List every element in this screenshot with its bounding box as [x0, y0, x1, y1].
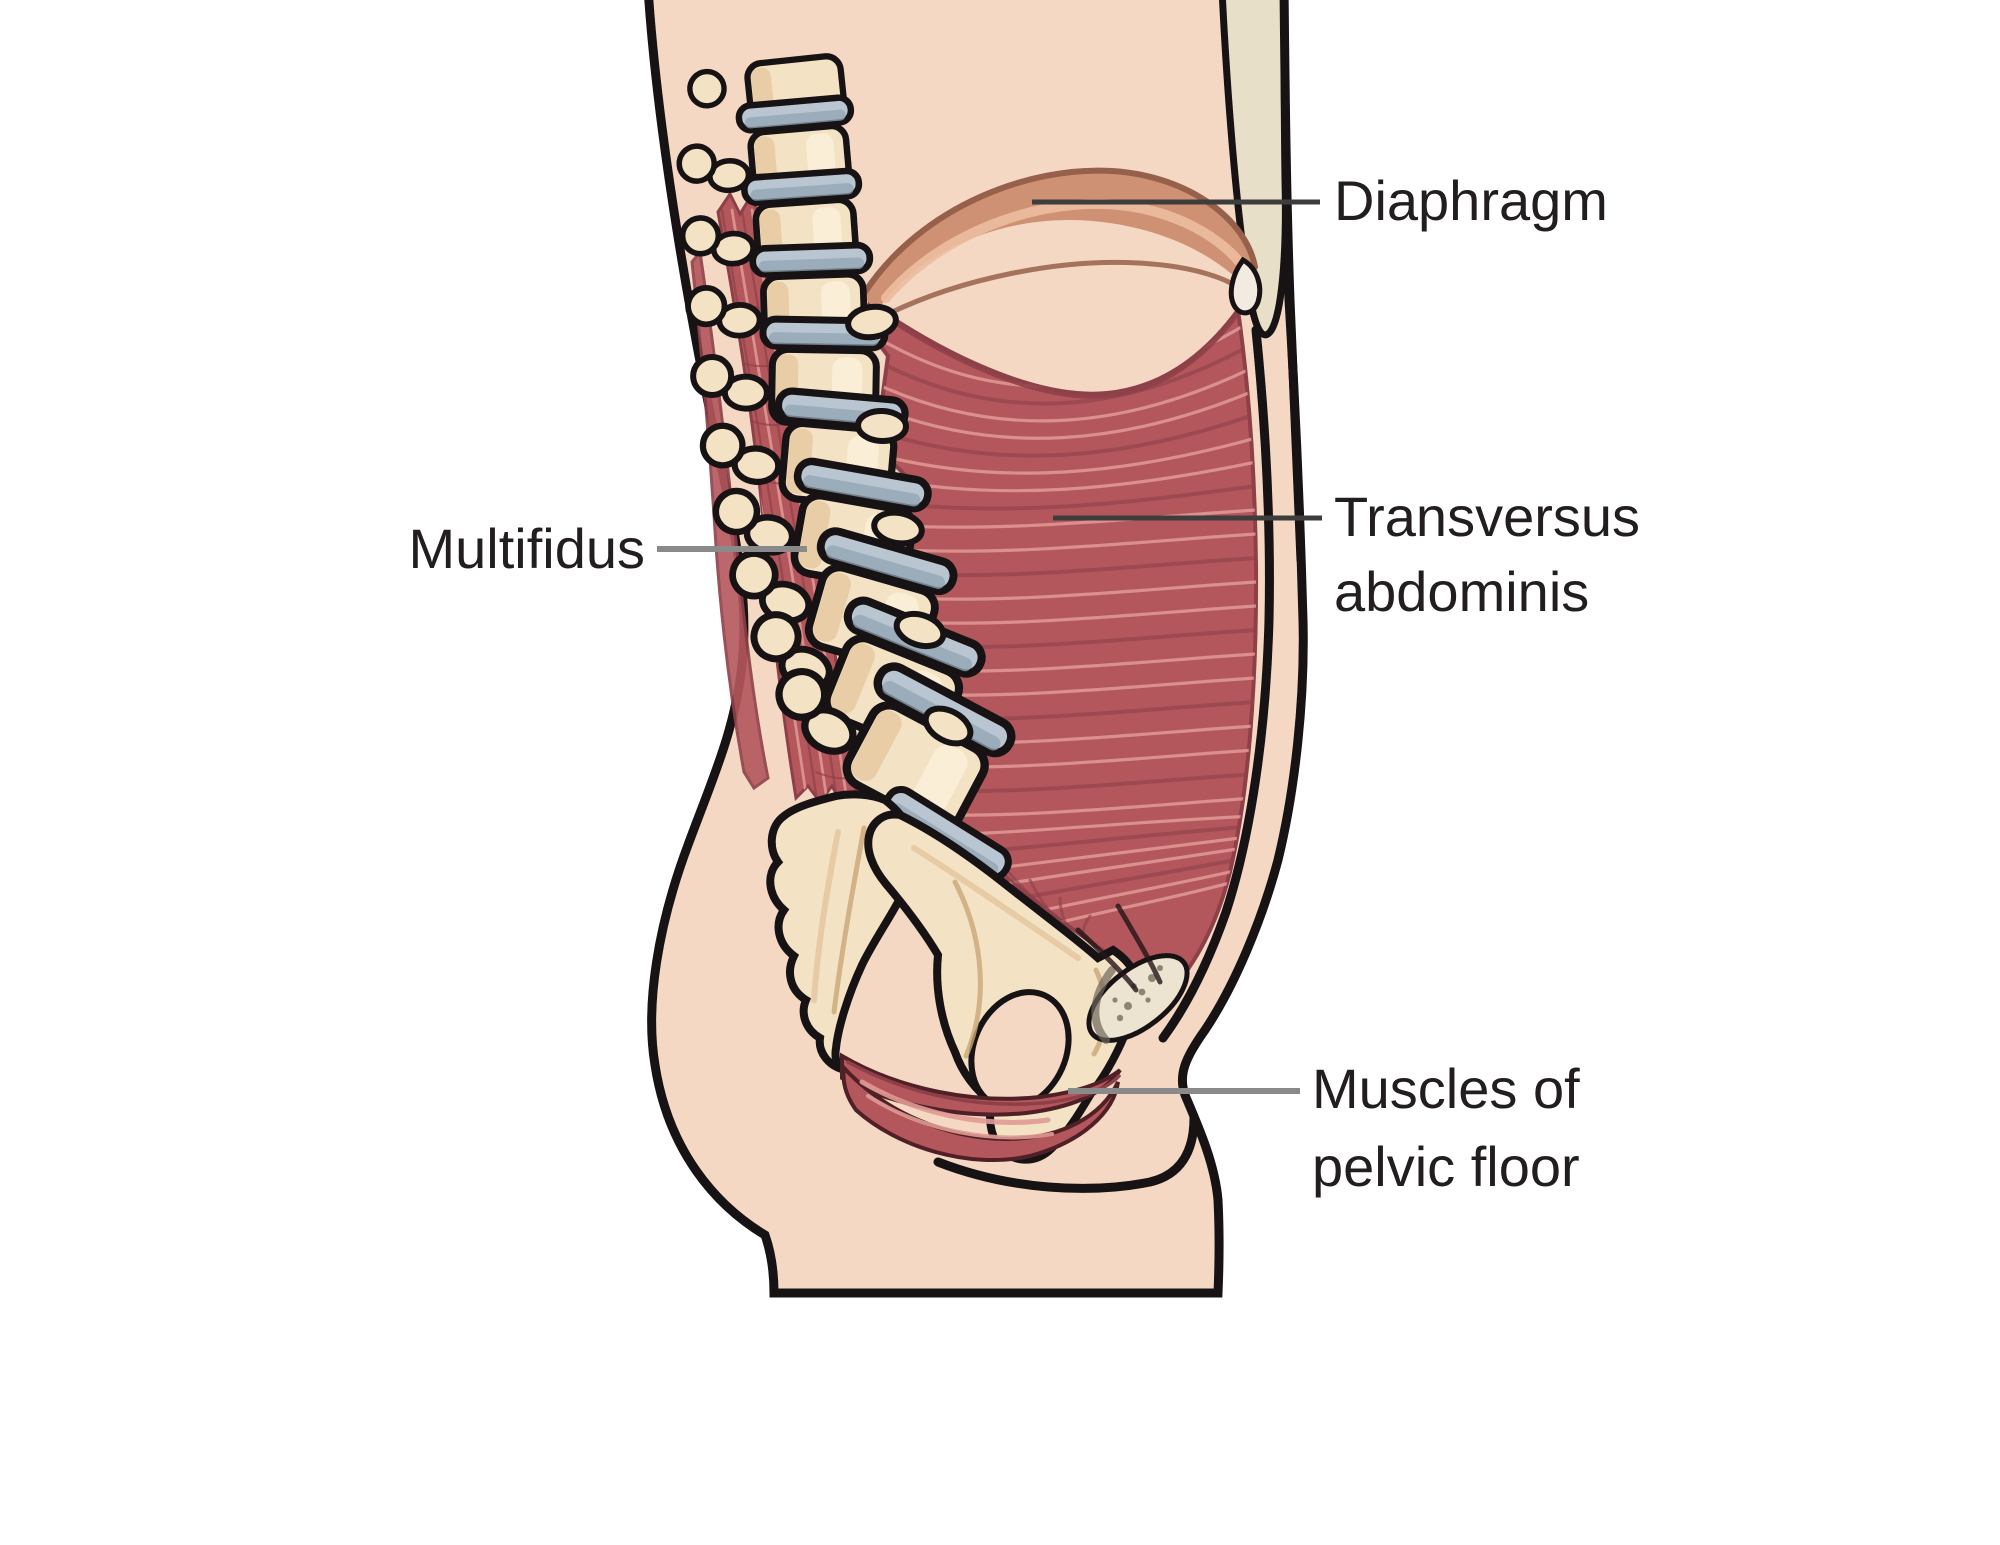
- pelvis-bone: [864, 810, 1143, 1164]
- spine: [675, 53, 1017, 881]
- label-diaphragm: Diaphragm: [1334, 169, 1608, 232]
- label-transversus-line1: Transversus: [1334, 485, 1640, 548]
- abdominal-wall-line: [1158, 325, 1274, 1043]
- pubic-symphysis: [1075, 903, 1190, 1044]
- labels: Diaphragm Transversus abdominis Multifid…: [408, 169, 1640, 1198]
- transverse-processes: [845, 303, 974, 747]
- label-pelvic-floor-line1: Muscles of: [1312, 1057, 1580, 1120]
- chest-wall-cut-edge: [1219, 0, 1306, 565]
- diaphragm-attachment: [1228, 256, 1263, 316]
- groin-fold-line: [933, 1113, 1199, 1193]
- label-multifidus: Multifidus: [408, 517, 645, 580]
- label-pelvic-floor-line2: pelvic floor: [1312, 1135, 1580, 1198]
- leader-lines: [657, 199, 1322, 1094]
- label-transversus-line2: abdominis: [1334, 560, 1589, 623]
